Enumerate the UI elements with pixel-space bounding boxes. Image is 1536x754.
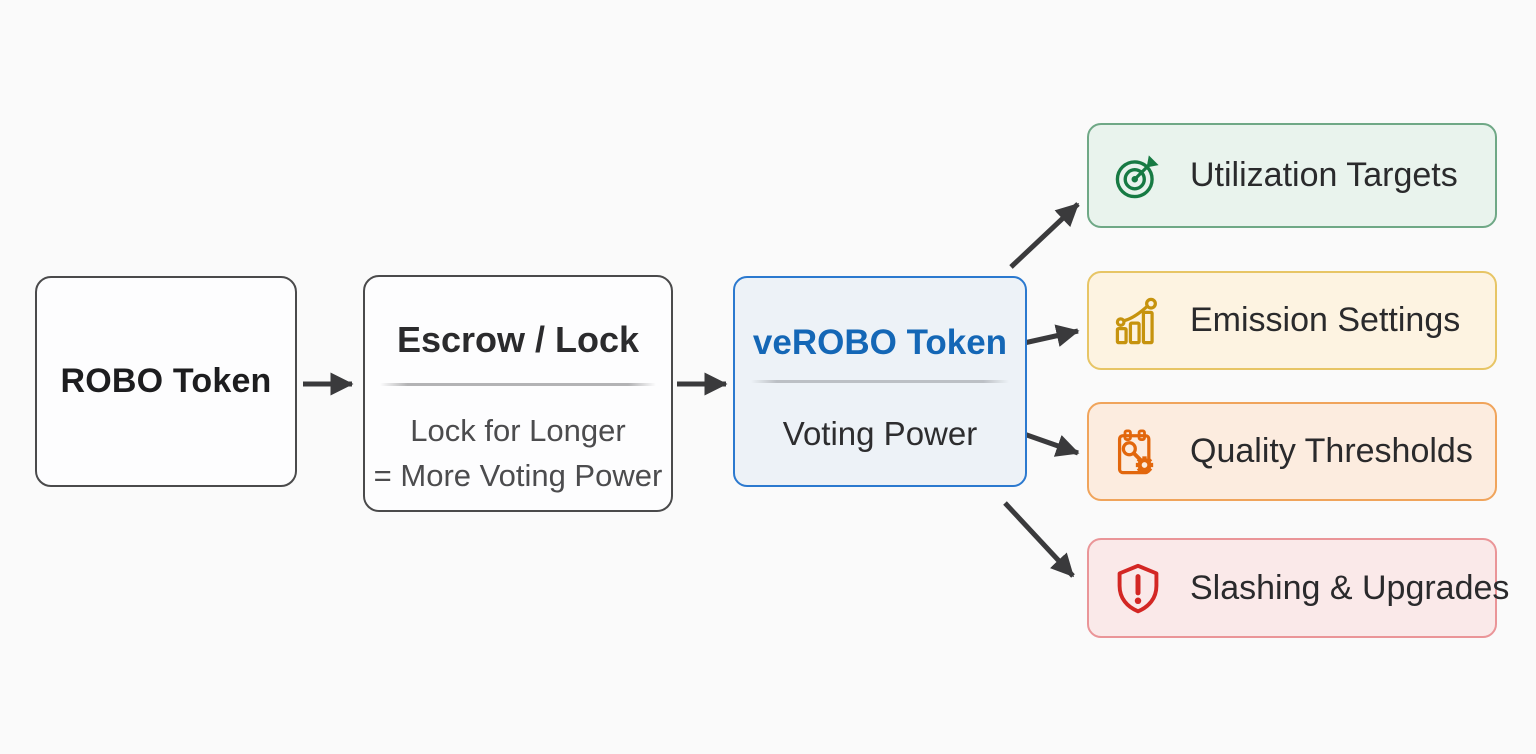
node-robo-token: ROBO Token	[35, 276, 297, 487]
verobo-divider	[750, 380, 1010, 383]
escrow-subtitle: Lock for Longer = More Voting Power	[374, 408, 663, 498]
output-card-quality-thresholds: Quality Thresholds	[1087, 402, 1497, 501]
node-escrow-lock: Escrow / Lock Lock for Longer = More Vot…	[363, 275, 673, 512]
shield-alert-icon	[1112, 562, 1164, 614]
target-dart-icon	[1112, 150, 1164, 202]
arrow-verobo-to-slashing-upgrades	[1003, 501, 1075, 578]
robo-token-title: ROBO Token	[60, 362, 272, 400]
arrow-verobo-to-emission-settings	[1023, 324, 1080, 347]
escrow-lock-title: Escrow / Lock	[396, 319, 640, 360]
output-label: Slashing & Upgrades	[1190, 568, 1510, 607]
bar-chart-trend-icon	[1112, 295, 1164, 347]
escrow-subtitle-line2: = More Voting Power	[373, 457, 663, 493]
escrow-subtitle-line1: Lock for Longer	[410, 412, 626, 448]
output-label: Utilization Targets	[1190, 156, 1458, 194]
output-card-emission-settings: Emission Settings	[1087, 271, 1497, 370]
output-label: Quality Thresholds	[1190, 432, 1473, 470]
node-verobo-token: veROBO Token Voting Power	[733, 276, 1027, 487]
arrow-verobo-to-utilization-targets	[1009, 202, 1080, 269]
verobo-subtitle: Voting Power	[782, 414, 978, 452]
output-label: Emission Settings	[1190, 301, 1461, 339]
output-card-slashing-upgrades: Slashing & Upgrades	[1087, 538, 1509, 638]
output-card-utilization-targets: Utilization Targets	[1087, 123, 1497, 228]
arrow-verobo-to-quality-thresholds	[1023, 431, 1080, 457]
escrow-divider	[380, 383, 656, 386]
clipboard-gear-icon	[1112, 426, 1164, 478]
verobo-token-title: veROBO Token	[752, 323, 1008, 362]
